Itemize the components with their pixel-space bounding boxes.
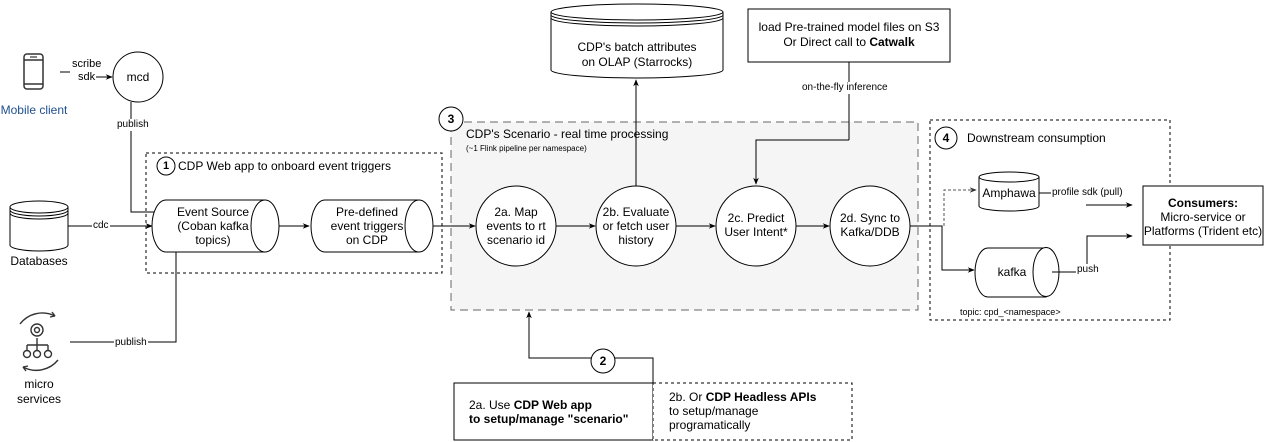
setup-webapp-line2: to setup/manage "scenario" bbox=[469, 412, 629, 426]
model-box-line2: Or Direct call to Catwalk bbox=[748, 35, 950, 49]
databases-icon bbox=[9, 200, 69, 252]
model-box-line1: load Pre-trained model files on S3 bbox=[758, 20, 940, 34]
databases-label: Databases bbox=[10, 254, 68, 268]
kafka-topic-label: topic: cpd_<namespace> bbox=[960, 307, 1061, 317]
step-2a-line2: events to rt bbox=[486, 219, 546, 233]
consumers-box bbox=[1142, 185, 1264, 246]
predefined-triggers-line2: event triggers bbox=[330, 219, 404, 233]
step2-number-badge bbox=[590, 348, 616, 374]
group4-downstream-box bbox=[929, 119, 1171, 321]
group3-subtitle: (~1 Flink pipeline per namespace) bbox=[466, 144, 587, 153]
edge-publish-mcd bbox=[130, 102, 160, 213]
setup-headless-line3: programatically bbox=[669, 418, 751, 432]
edge-label-push: push bbox=[1076, 264, 1100, 276]
event-source-line3: topics) bbox=[195, 233, 231, 247]
edge-label-publish-mcd: publish bbox=[116, 119, 150, 131]
mcd-node bbox=[112, 51, 164, 103]
kafka-label: kafka bbox=[997, 265, 1027, 279]
amphawa-cylinder bbox=[978, 171, 1040, 212]
step-2b-line3: history bbox=[618, 233, 654, 247]
predefined-triggers-line3: on CDP bbox=[345, 233, 389, 247]
edge-label-on-the-fly: on-the-fly inference bbox=[801, 82, 889, 94]
setup-headless-line1: 2b. Or CDP Headless APIs bbox=[669, 390, 816, 404]
step-2c-line1: 2c. Predict bbox=[727, 211, 785, 225]
step-2b-line2: or fetch user bbox=[602, 219, 670, 233]
group3-number: 3 bbox=[447, 112, 455, 126]
group1-title: CDP Web app to onboard event triggers bbox=[178, 159, 392, 173]
batch-attributes-line1: CDP's batch attributes bbox=[577, 40, 697, 54]
edge-publish-micro bbox=[70, 245, 177, 343]
edge-2d-to-kafka bbox=[910, 225, 975, 273]
amphawa-label: Amphawa bbox=[982, 186, 1036, 200]
predefined-triggers-line1: Pre-defined bbox=[335, 205, 399, 219]
mcd-label: mcd bbox=[126, 70, 150, 84]
model-box-catwalk: Catwalk bbox=[869, 35, 915, 49]
event-source-line1: Event Source bbox=[176, 205, 250, 219]
edge-label-sdk: sdk bbox=[77, 71, 97, 83]
edge-push bbox=[1052, 233, 1133, 273]
edge-setup-to-scenario bbox=[526, 311, 654, 383]
micro-services-icon bbox=[19, 311, 59, 372]
setup-headless-prefix: 2b. Or bbox=[669, 390, 706, 404]
setup-headless-bold: CDP Headless APIs bbox=[705, 390, 817, 404]
setup-webapp-prefix: 2a. Use bbox=[469, 398, 514, 412]
setup-webapp-box bbox=[453, 382, 654, 441]
group4-title: Downstream consumption bbox=[967, 131, 1106, 145]
micro-services-label-1: micro bbox=[24, 377, 54, 391]
edge-label-profile-sdk: profile sdk (pull) bbox=[1051, 187, 1124, 199]
group1-number-badge bbox=[156, 156, 176, 176]
step-2d-line2: Kafka/DDB bbox=[840, 225, 900, 239]
consumers-title: Consumers: bbox=[1167, 196, 1238, 210]
micro-services-label-2: services bbox=[16, 392, 61, 406]
model-files-box bbox=[747, 8, 951, 63]
edge-2d-to-amphawa bbox=[943, 187, 977, 226]
consumers-line1: Micro-service or bbox=[1160, 210, 1246, 224]
step-2b-line1: 2b. Evaluate bbox=[602, 205, 670, 219]
step-2d-line1: 2d. Sync to bbox=[839, 211, 901, 225]
mobile-phone-icon bbox=[23, 53, 44, 90]
step-2a-line1: 2a. Map bbox=[494, 205, 538, 219]
setup-headless-box bbox=[652, 382, 853, 441]
mobile-client-label: Mobile client bbox=[0, 103, 68, 117]
edge-label-scribe: scribe bbox=[71, 58, 103, 70]
setup-headless-line2: to setup/manage bbox=[669, 404, 759, 418]
group1-number: 1 bbox=[162, 160, 170, 172]
edge-label-cdc: cdc bbox=[92, 220, 110, 232]
group1-onboard-box bbox=[145, 152, 443, 274]
kafka-cylinder bbox=[974, 247, 1060, 298]
batch-attributes-line2: on OLAP (Starrocks) bbox=[581, 55, 693, 69]
predefined-triggers-cylinder bbox=[310, 199, 434, 253]
step-2c-line2: User Intent* bbox=[724, 225, 788, 239]
event-source-line2: (Coban kafka bbox=[177, 219, 249, 233]
step-2a-line3: scenario id bbox=[486, 233, 546, 247]
consumers-line2: Platforms (Trident etc) bbox=[1143, 224, 1263, 238]
group4-number-badge bbox=[934, 126, 958, 150]
group3-title: CDP's Scenario - real time processing bbox=[466, 127, 669, 141]
event-source-cylinder bbox=[151, 199, 280, 253]
model-box-line2-prefix: Or Direct call to bbox=[783, 35, 870, 49]
edge-label-publish-micro: publish bbox=[114, 337, 148, 349]
group3-number-badge bbox=[438, 106, 464, 132]
step2-number: 2 bbox=[599, 354, 607, 368]
setup-webapp-line1: 2a. Use CDP Web app bbox=[469, 398, 592, 412]
group4-number: 4 bbox=[942, 131, 950, 145]
batch-attributes-cylinder bbox=[550, 3, 724, 79]
setup-webapp-bold: CDP Web app bbox=[513, 398, 592, 412]
